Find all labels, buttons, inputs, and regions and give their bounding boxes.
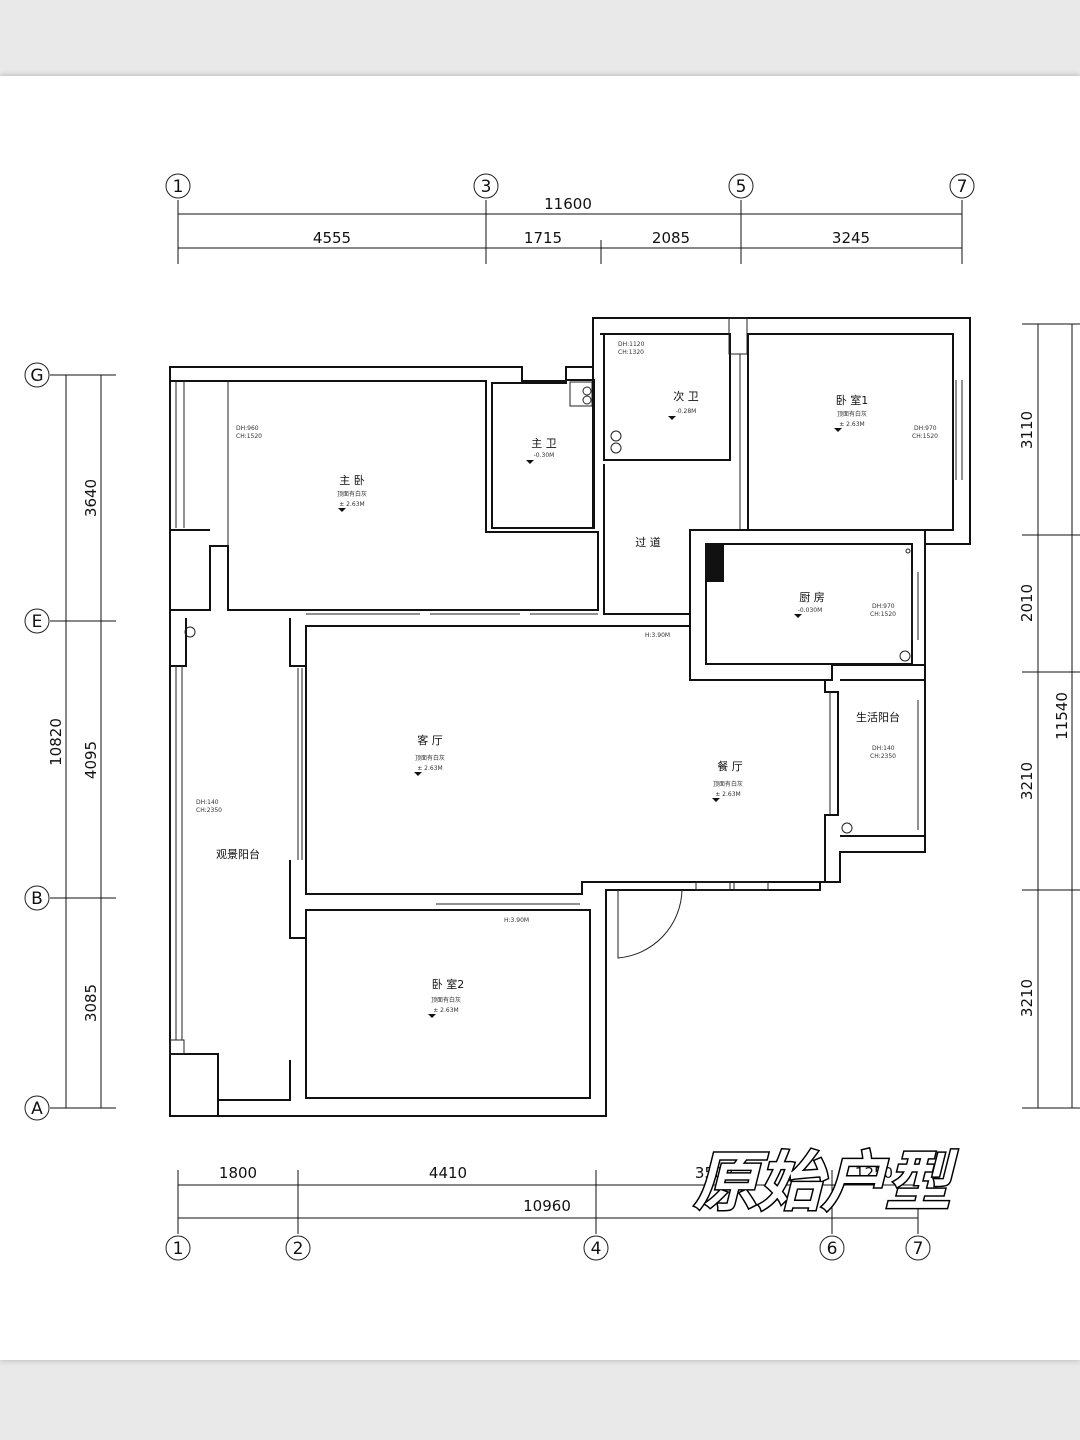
svg-text:CH:1520: CH:1520 [870,611,896,618]
left-total-dim: 10820 [47,718,65,766]
right-dim-1: 3110 [1018,411,1036,449]
svg-text:顶面有白灰: 顶面有白灰 [415,754,445,762]
svg-text:DH:970: DH:970 [872,603,895,610]
bedroom2-label: 卧 室2 [432,977,465,991]
axis-left-E: E [32,612,43,632]
bottom-total-dim: 10960 [523,1197,571,1215]
svg-text:± 2.63M: ± 2.63M [839,421,864,428]
svg-text:顶面有白灰: 顶面有白灰 [337,490,367,498]
corridor-label: 过 道 [635,535,661,549]
svg-text:原始户型: 原始户型 [694,1146,958,1218]
elevation-markers [338,416,842,1018]
master-bedroom-label: 主 卧 [339,474,365,487]
svg-text:DH:140: DH:140 [196,799,219,806]
svg-text:顶面有白灰: 顶面有白灰 [713,780,743,788]
service-balcony-label: 生活阳台 [856,710,900,724]
axis-left-A: A [31,1099,43,1119]
living-room-label: 客 厅 [417,733,443,747]
axis-top-7: 7 [957,177,968,197]
svg-text:DH:960: DH:960 [236,425,259,432]
top-dim-3: 2085 [652,229,690,247]
axis-bottom-6: 6 [827,1239,838,1259]
svg-text:± 2.63M: ± 2.63M [715,791,740,798]
top-dim-4: 3245 [832,229,870,247]
svg-text:DH:970: DH:970 [914,425,937,432]
beam-note-1: H:3.90M [645,632,670,639]
master-bath-label: 主 卫 [531,437,557,450]
axis-bottom-2: 2 [293,1239,304,1259]
svg-text:DH:140: DH:140 [872,745,895,752]
svg-text:± 2.63M: ± 2.63M [417,765,442,772]
right-dimensions: 3110 2010 3210 3210 11540 [1018,323,1080,1109]
svg-text:± 2.63M: ± 2.63M [339,501,364,508]
svg-text:顶面有白灰: 顶面有白灰 [837,410,867,418]
title-watermark: 原始户型 [693,1145,960,1219]
axis-bottom-7: 7 [913,1239,924,1259]
svg-text:DH:1120: DH:1120 [618,341,645,348]
axis-left-B: B [31,889,43,909]
dining-room-label: 餐 厅 [717,759,743,773]
svg-text:CH:2350: CH:2350 [870,753,896,760]
kitchen-label: 厨 房 [799,591,825,604]
beam-note-2: H:3.90M [504,917,529,924]
view-balcony-label: 观景阳台 [216,847,260,861]
axis-left-G: G [30,366,43,386]
left-dimensions: 3640 4095 3085 10820 G E B A [24,362,116,1121]
bedroom1-label: 卧 室1 [836,393,869,407]
top-dim-2: 1715 [524,229,562,247]
axis-top-1: 1 [173,177,184,197]
right-dim-2: 2010 [1018,584,1036,622]
second-bath-label: 次 卫 [673,389,699,403]
bottom-dimensions: 1800 4410 3500 1250 10960 1 2 4 6 7 [165,1164,931,1261]
svg-text:-0.28M: -0.28M [676,408,697,415]
svg-text:± 2.63M: ± 2.63M [433,1007,458,1014]
svg-text:顶面有白灰: 顶面有白灰 [431,996,461,1004]
floor-plan: 11600 4555 1715 2085 3245 1 3 5 7 1800 4… [24,173,1080,1261]
svg-text:CH:1520: CH:1520 [236,433,262,440]
top-dim-1: 4555 [313,229,351,247]
bottom-dim-2: 4410 [429,1164,467,1182]
left-dim-1: 3640 [82,479,100,517]
bottom-dim-1: 1800 [219,1164,257,1182]
walls [169,317,971,1117]
svg-text:-0.030M: -0.030M [798,607,823,614]
bottom-dim-4: 1250 [855,1164,893,1182]
right-dim-4: 3210 [1018,979,1036,1017]
svg-text:CH:1520: CH:1520 [912,433,938,440]
top-dimensions: 11600 4555 1715 2085 3245 1 3 5 7 [165,173,975,264]
left-dim-2: 4095 [82,741,100,779]
bottom-dim-3: 3500 [695,1164,733,1182]
svg-text:CH:2350: CH:2350 [196,807,222,814]
right-total-dim: 11540 [1053,692,1071,740]
axis-bottom-4: 4 [591,1239,602,1259]
left-dim-3: 3085 [82,984,100,1022]
axis-top-3: 3 [481,177,492,197]
top-total-dim: 11600 [544,195,592,213]
right-dim-3: 3210 [1018,762,1036,800]
axis-bottom-1: 1 [173,1239,184,1259]
axis-top-5: 5 [736,177,747,197]
svg-text:-0.30M: -0.30M [534,452,555,459]
room-labels: 主 卧 顶面有白灰 ± 2.63M DH:960 CH:1520 主 卫 -0.… [196,341,938,1014]
drawing-sheet: 11600 4555 1715 2085 3245 1 3 5 7 1800 4… [0,76,1080,1360]
svg-text:CH:1320: CH:1320 [618,349,644,356]
